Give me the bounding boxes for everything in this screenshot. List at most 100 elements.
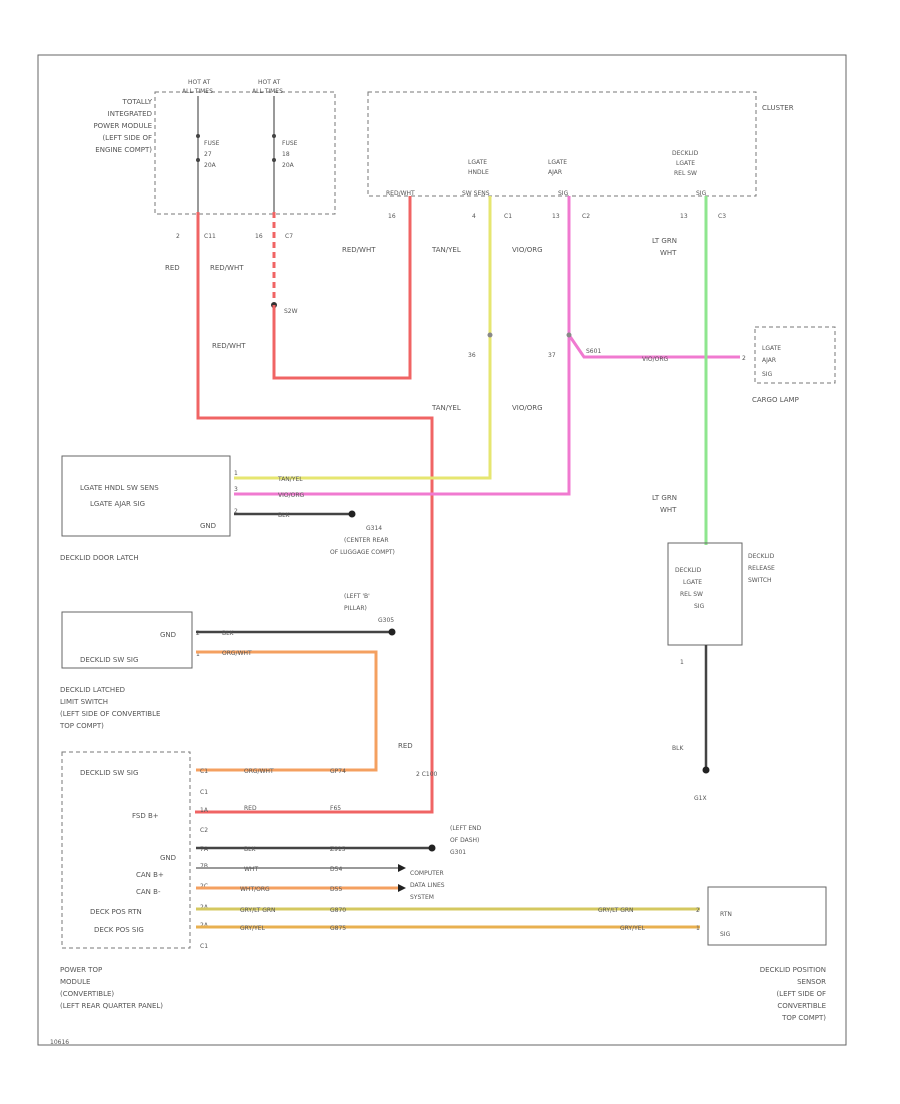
svg-text:POWER TOP: POWER TOP xyxy=(60,966,102,974)
svg-text:SW SENS: SW SENS xyxy=(462,190,490,197)
svg-text:LGATE: LGATE xyxy=(468,159,487,166)
svg-text:36: 36 xyxy=(468,352,476,359)
svg-text:GND: GND xyxy=(160,631,176,639)
svg-text:1: 1 xyxy=(696,925,700,932)
decklid-limit-switch: GND DECKLID SW SIG 2 1 BLK (LEFT 'B' PIL… xyxy=(59,593,396,772)
svg-text:LGATE: LGATE xyxy=(548,159,567,166)
svg-text:TOP COMPT): TOP COMPT) xyxy=(59,722,104,730)
svg-text:(LEFT 'B': (LEFT 'B' xyxy=(344,593,370,600)
svg-text:TAN/YEL: TAN/YEL xyxy=(431,246,461,254)
svg-text:2: 2 xyxy=(176,233,180,240)
svg-text:LT GRN: LT GRN xyxy=(652,494,677,502)
svg-text:CAN B+: CAN B+ xyxy=(136,871,164,879)
svg-text:REL SW: REL SW xyxy=(680,591,703,598)
svg-text:LIMIT SWITCH: LIMIT SWITCH xyxy=(60,698,108,706)
svg-text:4: 4 xyxy=(472,213,476,220)
svg-text:DECKLID POSITION: DECKLID POSITION xyxy=(760,966,826,974)
svg-text:20A: 20A xyxy=(282,162,295,169)
label-red: RED xyxy=(165,264,180,272)
svg-text:C3: C3 xyxy=(718,213,726,220)
svg-text:(LEFT SIDE OF: (LEFT SIDE OF xyxy=(102,134,152,142)
svg-text:RED: RED xyxy=(244,805,257,812)
svg-text:13: 13 xyxy=(680,213,688,220)
svg-text:7B: 7B xyxy=(200,863,208,870)
svg-text:HNDLE: HNDLE xyxy=(468,169,489,176)
svg-text:ORG/WHT: ORG/WHT xyxy=(244,768,274,775)
svg-text:S601: S601 xyxy=(586,348,601,355)
svg-text:RELEASE: RELEASE xyxy=(748,565,775,572)
svg-text:1: 1 xyxy=(234,470,238,477)
svg-text:SIG: SIG xyxy=(720,931,731,938)
svg-text:27: 27 xyxy=(204,151,212,158)
svg-text:FSD B+: FSD B+ xyxy=(132,812,159,820)
svg-text:16: 16 xyxy=(255,233,263,240)
footer-id: 10616 xyxy=(50,1039,69,1046)
svg-text:DECKLID LATCHED: DECKLID LATCHED xyxy=(60,686,125,694)
ground-g301: (LEFT END OF DASH) G301 xyxy=(450,825,482,856)
wire-vio-org xyxy=(234,196,571,496)
svg-text:(LEFT REAR QUARTER PANEL): (LEFT REAR QUARTER PANEL) xyxy=(60,1002,163,1010)
svg-text:2: 2 xyxy=(196,630,200,637)
svg-text:SENSOR: SENSOR xyxy=(797,978,826,986)
svg-text:TOTALLY: TOTALLY xyxy=(122,98,153,106)
svg-text:LGATE: LGATE xyxy=(762,345,781,352)
svg-text:OF DASH): OF DASH) xyxy=(450,837,479,844)
svg-text:COMPUTER: COMPUTER xyxy=(410,870,444,877)
svg-text:RED: RED xyxy=(398,742,413,750)
svg-text:WHT: WHT xyxy=(660,249,677,257)
wire-tan-yel xyxy=(234,196,492,480)
diagram-frame xyxy=(37,54,847,1046)
svg-text:FUSE: FUSE xyxy=(204,140,220,147)
svg-text:3: 3 xyxy=(234,486,238,493)
svg-text:LGATE: LGATE xyxy=(676,160,695,167)
svg-text:GP74: GP74 xyxy=(330,768,346,775)
cluster-module: CLUSTER RED/WHT LGATE HNDLE SW SENS LGAT… xyxy=(367,91,794,220)
svg-text:CONVERTIBLE: CONVERTIBLE xyxy=(777,1002,826,1010)
svg-text:DECKLID: DECKLID xyxy=(748,553,775,560)
svg-text:CLUSTER: CLUSTER xyxy=(762,104,794,112)
svg-text:SIG: SIG xyxy=(762,371,773,378)
svg-text:DECKLID: DECKLID xyxy=(672,150,699,157)
svg-text:RED/WHT: RED/WHT xyxy=(342,246,376,254)
svg-text:2: 2 xyxy=(234,508,238,515)
svg-text:DECKLID SW SIG: DECKLID SW SIG xyxy=(80,769,138,777)
svg-text:GRY/LT GRN: GRY/LT GRN xyxy=(598,907,634,914)
svg-text:D54: D54 xyxy=(330,866,342,873)
svg-text:AJAR: AJAR xyxy=(548,169,562,176)
svg-text:BLK: BLK xyxy=(244,846,256,853)
svg-text:DATA LINES: DATA LINES xyxy=(410,882,445,889)
decklid-position-sensor: 2 1 RTN SIG DECKLID POSITION SENSOR (LEF… xyxy=(696,886,827,1022)
svg-text:C1: C1 xyxy=(200,789,208,796)
svg-text:DECKLID DOOR LATCH: DECKLID DOOR LATCH xyxy=(60,554,139,562)
svg-text:C1: C1 xyxy=(200,943,208,950)
svg-text:(CONVERTIBLE): (CONVERTIBLE) xyxy=(60,990,114,998)
svg-text:C11: C11 xyxy=(204,233,216,240)
svg-text:VIO/ORG: VIO/ORG xyxy=(512,246,543,254)
svg-text:7A: 7A xyxy=(200,846,209,853)
svg-text:TOP COMPT): TOP COMPT) xyxy=(781,1014,826,1022)
svg-text:2: 2 xyxy=(742,355,746,362)
svg-text:20A: 20A xyxy=(204,162,217,169)
svg-text:(LEFT END: (LEFT END xyxy=(450,825,482,832)
svg-text:LGATE AJAR SIG: LGATE AJAR SIG xyxy=(90,500,145,508)
wire-red xyxy=(195,212,434,814)
svg-text:OF LUGGAGE COMPT): OF LUGGAGE COMPT) xyxy=(330,549,395,556)
svg-text:BLK: BLK xyxy=(672,745,684,752)
wire-red-wht xyxy=(272,196,412,380)
svg-text:C2: C2 xyxy=(582,213,590,220)
svg-text:G301: G301 xyxy=(450,849,466,856)
svg-text:LGATE HNDL SW SENS: LGATE HNDL SW SENS xyxy=(80,484,159,492)
svg-text:GRY/YEL: GRY/YEL xyxy=(620,925,646,932)
svg-text:RTN: RTN xyxy=(720,911,732,918)
svg-text:1: 1 xyxy=(680,659,684,666)
svg-text:13: 13 xyxy=(552,213,560,220)
svg-text:C2: C2 xyxy=(200,827,208,834)
svg-text:VIO/ORG: VIO/ORG xyxy=(642,356,669,363)
svg-text:DECK POS RTN: DECK POS RTN xyxy=(90,908,142,916)
svg-text:VIO/ORG: VIO/ORG xyxy=(512,404,543,412)
svg-text:SYSTEM: SYSTEM xyxy=(410,894,434,901)
fuse-block: TOTALLY INTEGRATED POWER MODULE (LEFT SI… xyxy=(93,79,336,240)
svg-text:SIG: SIG xyxy=(696,190,707,197)
svg-text:G305: G305 xyxy=(378,617,394,624)
